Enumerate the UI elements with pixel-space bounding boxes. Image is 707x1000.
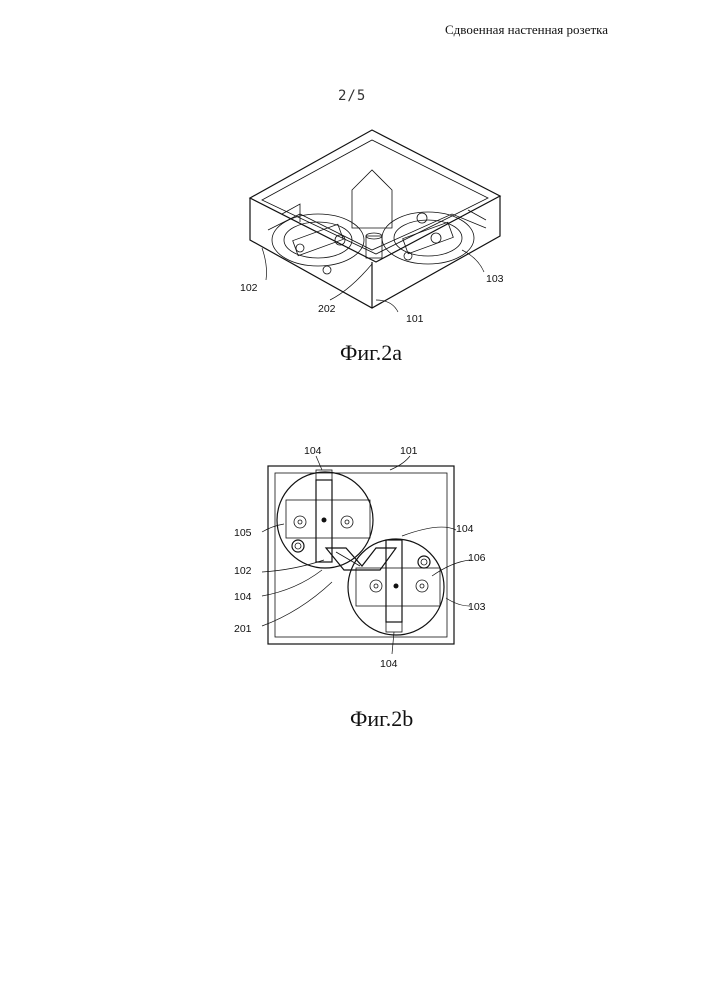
label-202: 202 xyxy=(318,303,336,315)
label-102: 102 xyxy=(240,282,258,294)
figure-2b-caption: Фиг.2b xyxy=(350,706,413,732)
figure-2a-caption: Фиг.2a xyxy=(340,340,402,366)
label-101: 101 xyxy=(406,313,424,325)
label-103: 103 xyxy=(486,273,504,285)
socket-box-perspective xyxy=(250,130,500,308)
